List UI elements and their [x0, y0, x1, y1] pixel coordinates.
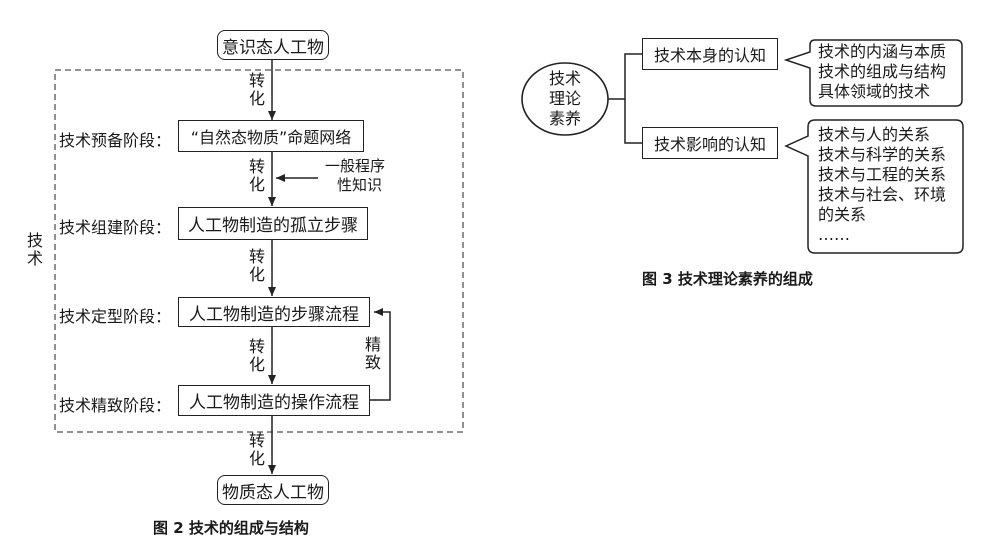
bubble-2-content: 技术与人的关系 技术与科学的关系 技术与工程的关系 技术与社会、环境 的关系 ……	[818, 125, 946, 245]
bubble-1-item: 技术的内涵与本质	[818, 42, 947, 61]
bubble-1-item: 具体领域的技术	[818, 82, 931, 101]
convert-label-2: 转化	[248, 157, 265, 194]
stage-box-finalization-text: 人工物制造的步骤流程	[189, 304, 359, 325]
stage-label-assembly: 技术组建阶段：	[59, 218, 172, 237]
center-line-2: 理论	[548, 89, 581, 108]
figure-2-caption: 图 2 技术的组成与结构	[153, 519, 309, 537]
bubble-2-item: ……	[818, 225, 850, 244]
branch-line-top	[608, 53, 642, 100]
general-procedure-label: 一般程序 性知识	[325, 157, 385, 195]
bubble-2-item: 技术与人的关系	[818, 125, 931, 144]
general-procedure-line1: 一般程序	[325, 157, 386, 175]
bubble-2-item: 的关系	[818, 205, 867, 224]
general-procedure-line2: 性知识	[337, 176, 383, 194]
bubble-2-item: 技术与科学的关系	[818, 145, 947, 164]
bubble-1-outline	[783, 39, 963, 107]
stage-label-finalization: 技术定型阶段：	[59, 307, 172, 326]
top-box-conscious-artifact: 意识态人工物	[217, 30, 329, 60]
stage-box-refinement-text: 人工物制造的操作流程	[189, 393, 359, 413]
stage-box-assembly-text: 人工物制造的孤立步骤	[188, 216, 358, 236]
stage-label-refinement: 技术精致阶段：	[59, 396, 172, 415]
bubble-2-outline	[784, 119, 964, 254]
technology-side-label: 技术	[26, 231, 43, 268]
center-line-1: 技术	[548, 69, 581, 88]
figure-3-caption: 图 3 技术理论素养的组成	[642, 270, 813, 288]
branch-box-impact-cognition: 技术影响的认知	[642, 127, 778, 159]
bubble-2-item: 技术与社会、环境	[818, 185, 947, 204]
stage-box-assembly: 人工物制造的孤立步骤	[178, 207, 368, 240]
center-line-3: 素养	[548, 109, 581, 128]
refine-feedback-loop	[370, 308, 391, 401]
branch-box-self-cognition: 技术本身的认知	[642, 38, 778, 70]
technology-dashed-frame	[54, 69, 464, 433]
convert-label-5: 转化	[248, 431, 265, 468]
stage-box-finalization: 人工物制造的步骤流程	[178, 297, 370, 327]
bubble-1-content: 技术的内涵与本质 技术的组成与结构 具体领域的技术	[818, 42, 946, 102]
bottom-box-label: 物质态人工物	[222, 482, 324, 503]
convert-label-3: 转化	[248, 247, 265, 284]
convert-label-1: 转化	[248, 71, 265, 108]
center-ellipse-label: 技术 理论 素养	[541, 69, 589, 129]
branch-box-self-cognition-text: 技术本身的认知	[653, 46, 766, 65]
stage-box-preparation-text: “自然态物质”命题网络	[190, 128, 352, 147]
bubble-1-item: 技术的组成与结构	[818, 62, 947, 81]
bottom-box-material-artifact: 物质态人工物	[217, 475, 329, 505]
convert-label-4: 转化	[248, 337, 265, 374]
refine-label: 精致	[364, 335, 381, 372]
branch-line-bottom	[624, 99, 642, 144]
stage-box-preparation: “自然态物质”命题网络	[178, 120, 364, 152]
stage-box-refinement: 人工物制造的操作流程	[178, 385, 370, 416]
branch-box-impact-cognition-text: 技术影响的认知	[653, 135, 766, 154]
top-box-label: 意识态人工物	[222, 37, 324, 58]
bubble-2-item: 技术与工程的关系	[818, 165, 947, 184]
stage-label-preparation: 技术预备阶段：	[59, 131, 172, 150]
